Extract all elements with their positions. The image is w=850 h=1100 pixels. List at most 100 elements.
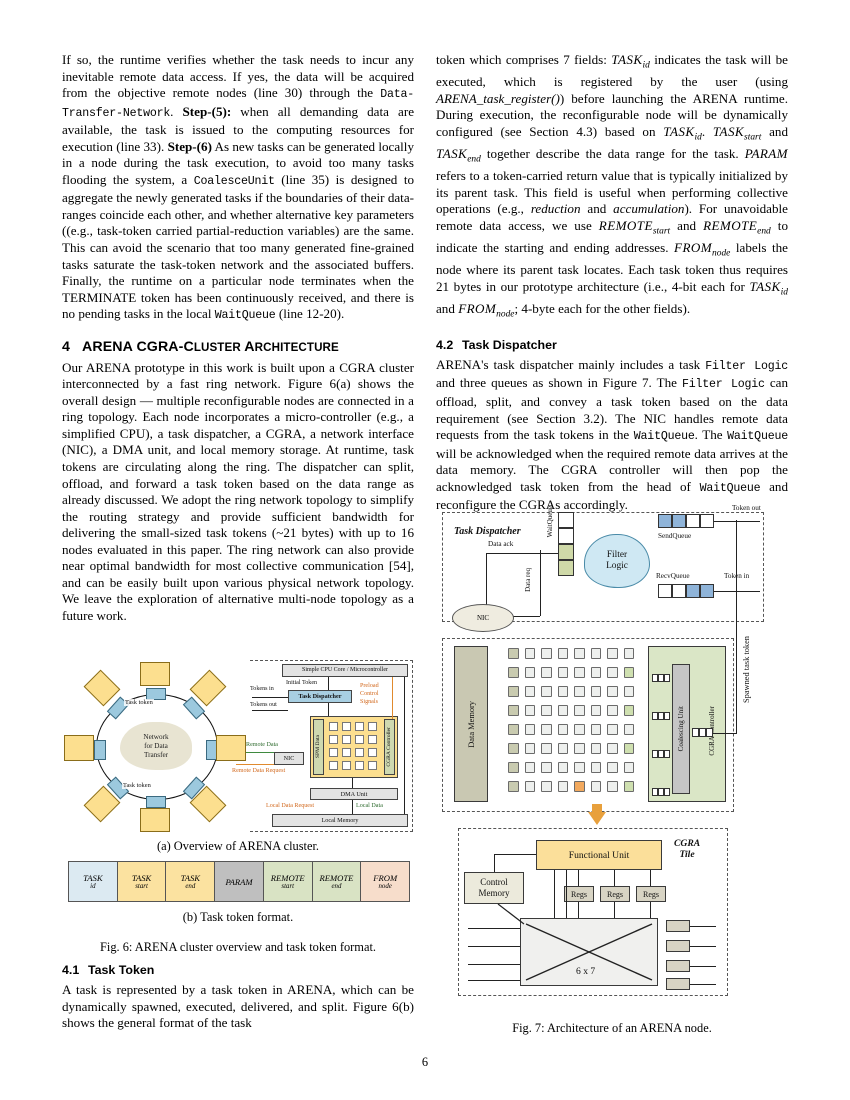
- text-seg: indicates the task will be executed, whi…: [436, 52, 788, 90]
- token-field: TASK end: [166, 862, 216, 901]
- pe-tile: [607, 705, 618, 716]
- crossbar-to-regs: [614, 902, 616, 918]
- spawn-buffer-cell: [692, 728, 699, 737]
- initial-token-label: Initial Token: [286, 680, 318, 686]
- math-task-id: TASKid: [749, 278, 788, 298]
- nic-box: NIC: [274, 752, 304, 765]
- tokens-out-arrow: [252, 710, 288, 711]
- output-reg-box: [666, 960, 690, 972]
- pe-tile: [574, 705, 585, 716]
- pe-cell: [342, 748, 351, 757]
- math-task-id: TASKid: [663, 123, 702, 143]
- pe-tile: [557, 667, 569, 678]
- pe-tile: [557, 724, 569, 735]
- token-field-sub: node: [378, 882, 392, 890]
- token-field: REMOTE start: [263, 862, 313, 901]
- cloud-line-1: Network: [143, 732, 169, 741]
- token-field-sub: end: [331, 882, 342, 890]
- remote-data-label: Remote Data: [246, 742, 278, 748]
- pe-tile: [508, 686, 519, 697]
- nic-ellipse: NIC: [452, 604, 514, 632]
- pe-tile: [541, 724, 552, 735]
- text-seg: and: [761, 123, 788, 139]
- cgra-node-region: [442, 638, 734, 812]
- cgra-array-box: [310, 716, 398, 778]
- code-wait-queue: WaitQueue: [727, 430, 788, 444]
- task-dispatcher-box: Task Dispatcher: [288, 690, 352, 703]
- pe-cell: [342, 735, 351, 744]
- figure-6: Network for Data Transfer: [62, 660, 414, 854]
- pe-tile: [508, 667, 519, 678]
- cgra-tile-title-line-2: Tile: [679, 849, 695, 860]
- paragraph-task-dispatcher: ARENA's task dispatcher mainly includes …: [436, 357, 788, 514]
- term-accumulation: accumulation: [613, 201, 685, 217]
- text-seg: (line 12-20).: [275, 306, 345, 322]
- preload-control-text: Preload Control Signals: [360, 683, 379, 705]
- pe-tile: [607, 743, 618, 754]
- pe-tile: [524, 724, 536, 735]
- text-seg: refers to a token-carried return value t…: [436, 168, 788, 217]
- pe-tile: [607, 667, 618, 678]
- token-field-name: PARAM: [225, 876, 253, 887]
- data-req-arrow: [512, 616, 540, 618]
- data-ack-label: Data ack: [488, 540, 514, 548]
- coalesce-buffer-cell: [664, 750, 670, 758]
- text-seg: . The: [694, 427, 728, 443]
- connector-line: [352, 800, 353, 814]
- send-queue-cell: [672, 514, 686, 528]
- output-reg-box: [666, 978, 690, 990]
- expand-arrow-icon: [588, 812, 606, 825]
- crossbar-output: [690, 966, 716, 968]
- send-queue-cell: [700, 514, 714, 528]
- pe-tile: [607, 686, 618, 697]
- pe-tile: [557, 781, 569, 792]
- pe-cell: [368, 748, 377, 757]
- spm-data-box: SPM Data: [313, 719, 324, 775]
- section-title-d: RCHITECTURE: [254, 340, 339, 354]
- pe-tile: [623, 781, 635, 792]
- text-seg: and: [670, 217, 704, 233]
- pe-cell: [368, 761, 377, 770]
- token-field-name: FROM: [373, 872, 398, 883]
- pe-tile: [607, 762, 618, 773]
- pe-tile: [524, 743, 536, 754]
- pe-tile: [590, 705, 602, 716]
- data-req-line: [540, 550, 542, 616]
- pe-tile: [541, 648, 552, 659]
- cgra-tile-title-line-1: CGRA: [674, 838, 701, 849]
- pe-cell: [355, 722, 364, 731]
- local-data-request-label: Local Data Request: [266, 803, 315, 809]
- wait-queue-label: WaitQueue: [546, 506, 554, 538]
- tokens-out-label: Tokens out: [250, 702, 277, 708]
- ring-node: [140, 662, 170, 686]
- crossbar-lines-icon: [525, 923, 653, 981]
- token-field-sub: id: [90, 882, 96, 890]
- text-seg: ; 4-byte each for the other fields).: [514, 300, 691, 316]
- wait-queue-cell: [558, 560, 574, 576]
- pe-tile: [508, 762, 519, 773]
- pe-tile: [607, 781, 618, 792]
- section-title-b: LUSTER: [193, 340, 241, 354]
- text-seg: will be acknowledged when the required r…: [436, 445, 788, 494]
- crossbar-to-regs: [650, 902, 652, 918]
- wait-queue-cell: [558, 544, 574, 560]
- text-seg: together describe the data range for the…: [480, 145, 745, 161]
- ring-connector: [146, 688, 166, 700]
- coalesce-buffer-cell: [664, 712, 670, 720]
- text-seg: when all demanding data are available, t…: [62, 103, 415, 154]
- local-memory-box: Local Memory: [272, 814, 408, 827]
- pe-cell: [368, 722, 377, 731]
- connector-line: [352, 778, 353, 788]
- page-number: 6: [421, 1055, 429, 1069]
- pe-tile: [574, 724, 585, 735]
- code-filter-logic: Filter Logic: [681, 378, 765, 392]
- filter-logic-line-2: Logic: [606, 561, 628, 571]
- spawned-task-token-label: Spawned task token: [742, 636, 751, 703]
- label-step-5: Step-(5):: [182, 103, 232, 119]
- ring-label-task-token-bottom: Task token: [122, 782, 152, 789]
- cgra-tile-title: CGRA Tile: [674, 838, 700, 860]
- pe-tile: [557, 648, 569, 659]
- text-seg: .: [170, 103, 183, 119]
- ring-node: [140, 808, 170, 832]
